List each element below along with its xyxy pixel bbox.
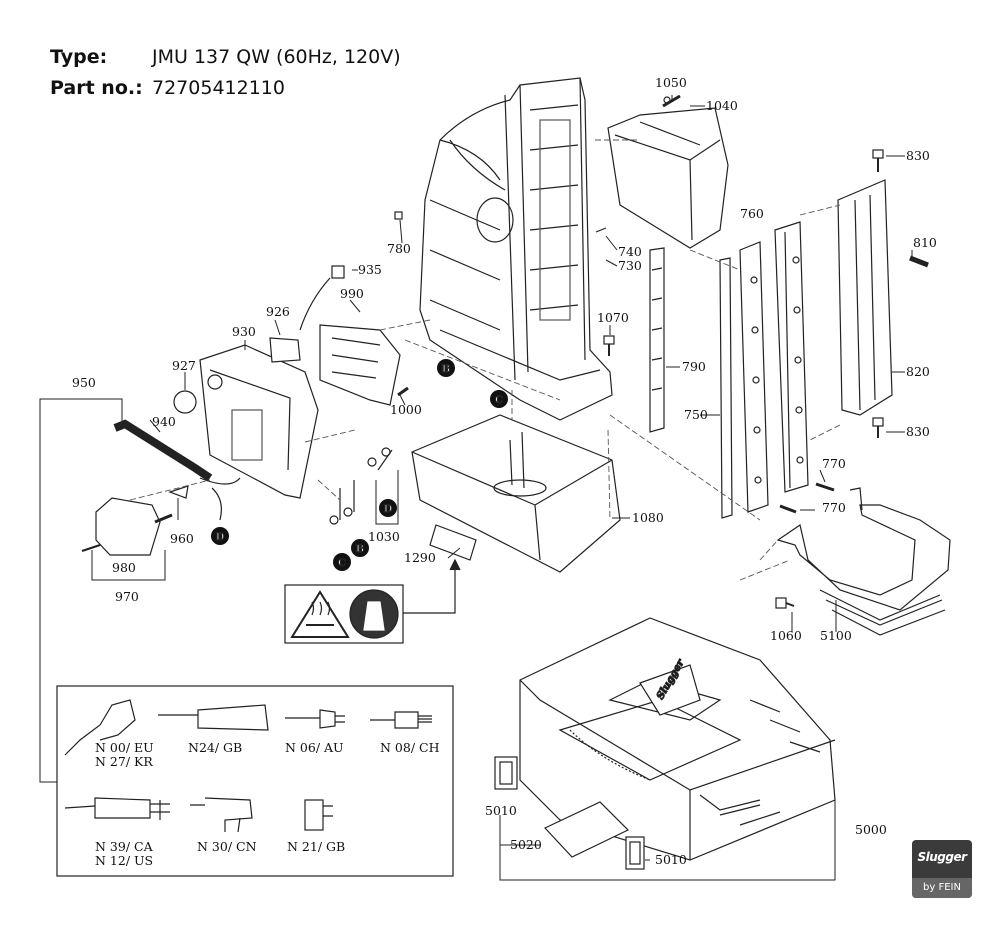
callout-1050: 1050	[655, 75, 687, 90]
callout-970: 970	[115, 589, 139, 604]
warning-label-panel	[284, 558, 461, 644]
type-label: Type:	[50, 46, 108, 68]
callout-980: 980	[112, 560, 136, 575]
motor-cover	[607, 96, 729, 249]
callout-5100: 5100	[820, 628, 852, 643]
callout-1080: 1080	[632, 510, 664, 525]
part-label: Part no.:	[50, 77, 143, 99]
svg-text:D: D	[384, 504, 393, 515]
guide-rails	[649, 179, 893, 519]
logo-brand-name: Slugger	[917, 850, 967, 864]
callout-1070: 1070	[597, 310, 629, 325]
marker-c-top	[490, 390, 508, 408]
callout-5010-left: 5010	[485, 803, 517, 818]
callout-810: 810	[913, 235, 937, 250]
callout-5020: 5020	[510, 837, 542, 852]
type-value: JMU 137 QW (60Hz, 120V)	[152, 46, 401, 68]
plug-options-box	[56, 685, 454, 877]
svg-text:C: C	[338, 558, 346, 569]
plug-label-n06-au: N 06/ AU	[285, 740, 344, 755]
slugger-by-fein-logo: Slugger by FEIN	[912, 840, 972, 898]
part-row: Part no.: 72705412110	[50, 77, 285, 99]
chip-guard	[776, 487, 951, 636]
base-plate	[411, 414, 621, 573]
callout-830-bottom: 830	[906, 424, 930, 439]
plug-label-n00-eu: N 00/ EU	[95, 740, 154, 755]
alignment-lines	[129, 139, 841, 581]
screws	[394, 94, 929, 609]
callout-927: 927	[172, 358, 196, 373]
callout-5010-bottom: 5010	[655, 852, 687, 867]
switch-assembly	[173, 265, 401, 499]
machine-frame	[419, 77, 613, 421]
plug-label-n27-kr: N 27/ KR	[95, 754, 153, 769]
marker-d-right	[379, 499, 397, 517]
svg-text:D: D	[216, 532, 225, 543]
svg-text:C: C	[495, 395, 503, 406]
plug-label-n08-ch: N 08/ CH	[380, 740, 440, 755]
marker-b-top	[437, 359, 455, 377]
callout-930: 930	[232, 324, 256, 339]
callout-780: 780	[387, 241, 411, 256]
callout-numbers: 1050 1040 830 810 820 830 780 740 730 76…	[72, 75, 937, 867]
callout-750: 750	[684, 407, 708, 422]
svg-text:B: B	[442, 364, 450, 375]
logo-brand-sub: by FEIN	[912, 878, 972, 898]
plug-label-n12-us: N 12/ US	[95, 853, 153, 868]
callout-1290: 1290	[404, 550, 436, 565]
callout-820: 820	[906, 364, 930, 379]
callout-830-top: 830	[906, 148, 930, 163]
plug-label-n24-gb: N24/ GB	[188, 740, 242, 755]
callout-935: 935	[358, 262, 382, 277]
callout-790: 790	[682, 359, 706, 374]
callout-1030: 1030	[368, 529, 400, 544]
callout-740: 740	[618, 244, 642, 259]
svg-text:B: B	[356, 544, 364, 555]
plug-labels: N 00/ EU N 27/ KR N24/ GB N 06/ AU N 08/…	[95, 740, 440, 868]
carrying-case: Slugger	[494, 617, 836, 870]
callout-770-bottom: 770	[822, 500, 846, 515]
callout-760: 760	[740, 206, 764, 221]
marker-d-left	[211, 527, 229, 545]
callout-5000: 5000	[855, 822, 887, 837]
plug-label-n21-gb: N 21/ GB	[287, 839, 345, 854]
plug-label-n30-cn: N 30/ CN	[197, 839, 257, 854]
part-value: 72705412110	[152, 77, 285, 99]
callout-926: 926	[266, 304, 290, 319]
marker-c-bottom	[333, 553, 351, 571]
plug-label-n39-ca: N 39/ CA	[95, 839, 154, 854]
leader-lines	[39, 95, 913, 881]
callout-940: 940	[152, 414, 176, 429]
callout-1060: 1060	[770, 628, 802, 643]
callout-770-top: 770	[822, 456, 846, 471]
type-row: Type: JMU 137 QW (60Hz, 120V)	[50, 46, 401, 68]
callout-950: 950	[72, 375, 96, 390]
callout-730: 730	[618, 258, 642, 273]
handle-cover	[81, 485, 189, 556]
terminal-set	[329, 447, 393, 525]
callout-960: 960	[170, 531, 194, 546]
callout-990: 990	[340, 286, 364, 301]
marker-b-bottom	[351, 539, 369, 557]
cable-940	[113, 419, 241, 521]
callout-1000: 1000	[390, 402, 422, 417]
reference-markers: B C D B C D	[211, 359, 508, 571]
callout-1040: 1040	[706, 98, 738, 113]
